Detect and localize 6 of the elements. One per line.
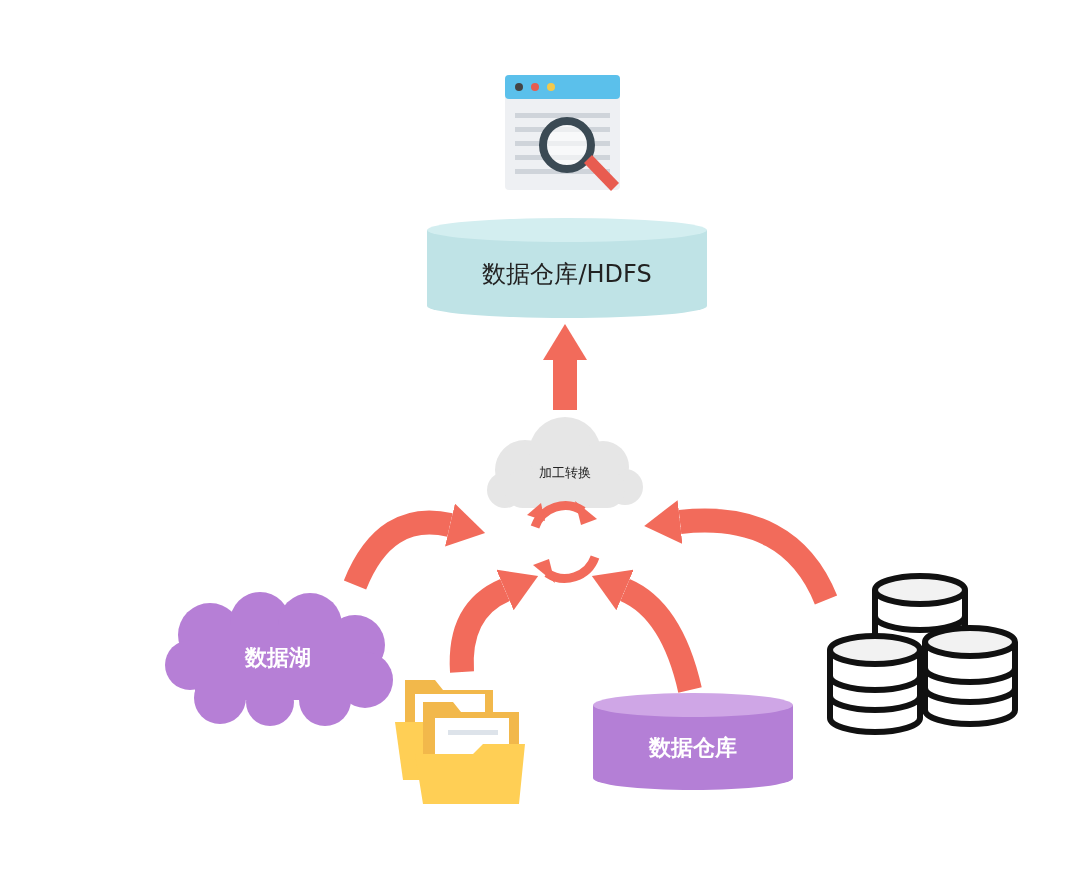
arrow xyxy=(592,570,702,693)
node-label: 数据仓库 xyxy=(649,732,737,762)
node-label: 数据仓库/HDFS xyxy=(482,259,652,290)
node-label: 数据湖 xyxy=(244,642,311,672)
arrow xyxy=(543,324,587,410)
node-label: 加工转换 xyxy=(539,464,591,482)
